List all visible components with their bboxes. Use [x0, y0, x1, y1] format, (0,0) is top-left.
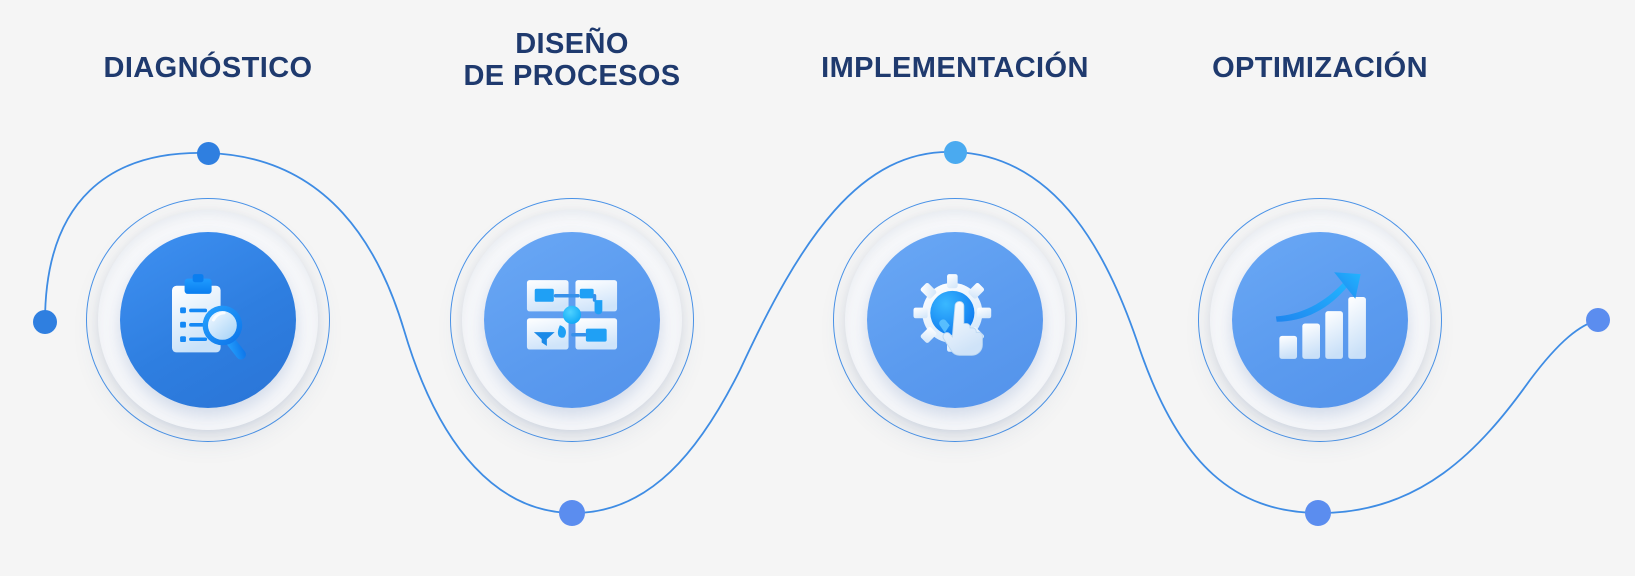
- connector-dot-start: [33, 310, 57, 334]
- step-disc-implementacion[interactable]: [867, 232, 1043, 408]
- connector-dot-3: [943, 140, 967, 164]
- connector-dot-1: [196, 141, 220, 165]
- step-ring-outer-optimizacion: [1198, 198, 1442, 442]
- connector-path: [44, 151, 1599, 514]
- clipboard-magnifier-icon: [120, 232, 296, 408]
- step-title-diseno-de-procesos: DISEÑO DE PROCESOS: [463, 28, 681, 93]
- process-flow-grid-icon: [484, 232, 660, 408]
- step-disc-diseno[interactable]: [484, 232, 660, 408]
- step-title-diagnostico: DIAGNÓSTICO: [103, 52, 313, 84]
- step-title-optimizacion: OPTIMIZACIÓN: [1212, 52, 1428, 84]
- step-title-implementacion: IMPLEMENTACIÓN: [821, 52, 1089, 84]
- gear-hand-cursor-icon: [867, 232, 1043, 408]
- step-ring-outer-implementacion: [833, 198, 1077, 442]
- step-disc-optimizacion[interactable]: [1232, 232, 1408, 408]
- connector-dot-2: [559, 500, 585, 526]
- connector-dot-4: [1305, 500, 1331, 526]
- step-ring-outer-diseno: [450, 198, 694, 442]
- growth-bar-chart-arrow-icon: [1232, 232, 1408, 408]
- connector-dot-end: [1586, 308, 1610, 332]
- step-ring-outer-diagnostico: [86, 198, 330, 442]
- step-disc-diagnostico[interactable]: [120, 232, 296, 408]
